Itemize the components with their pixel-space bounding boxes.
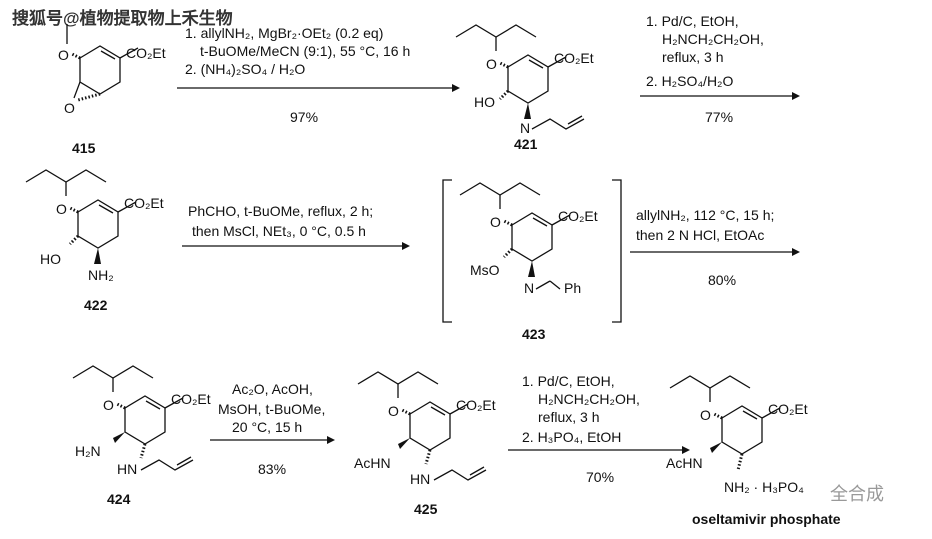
svg-text:MsO: MsO (470, 262, 500, 278)
svg-text:1. allylNH₂, MgBr₂·OEt₂ (0.2 e: 1. allylNH₂, MgBr₂·OEt₂ (0.2 eq) (185, 25, 383, 41)
svg-text:CO₂Et: CO₂Et (171, 391, 211, 407)
svg-text:CO₂Et: CO₂Et (768, 401, 808, 417)
svg-text:415: 415 (72, 140, 96, 156)
svg-text:CO₂Et: CO₂Et (456, 397, 496, 413)
svg-text:NH₂: NH₂ (88, 267, 114, 283)
svg-text:then 2 N HCl, EtOAc: then 2 N HCl, EtOAc (636, 227, 764, 243)
svg-text:421: 421 (514, 136, 538, 152)
svg-text:O: O (388, 403, 399, 419)
svg-text:N: N (524, 280, 534, 296)
svg-text:70%: 70% (586, 469, 614, 485)
svg-text:reflux, 3 h: reflux, 3 h (538, 409, 599, 425)
compound-421: O CO₂Et HO N 421 (454, 23, 594, 152)
watermark-text: 搜狐号@植物提取物上禾生物 (12, 8, 233, 28)
reaction-step-1: 1. allylNH₂, MgBr₂·OEt₂ (0.2 eq) t-BuOMe… (177, 25, 460, 125)
svg-text:425: 425 (414, 501, 438, 517)
svg-text:97%: 97% (290, 109, 318, 125)
reaction-step-3: PhCHO, t-BuOMe, reflux, 2 h; then MsCl, … (182, 203, 410, 250)
svg-text:1. Pd/C, EtOH,: 1. Pd/C, EtOH, (646, 13, 739, 29)
svg-text:O: O (56, 201, 67, 217)
svg-text:422: 422 (84, 297, 108, 313)
svg-text:O: O (700, 407, 711, 423)
svg-text:O: O (486, 56, 497, 72)
svg-text:2. H₃PO₄, EtOH: 2. H₃PO₄, EtOH (522, 429, 621, 445)
compound-oseltamivir-phosphate: O CO₂Et AcHN NH₂ · H₃PO₄ oseltamivir pho… (666, 374, 841, 527)
compound-425: O CO₂Et AcHN HN 425 (354, 370, 496, 517)
svg-text:t-BuOMe/MeCN (9:1), 55 °C, 16: t-BuOMe/MeCN (9:1), 55 °C, 16 h (200, 43, 410, 59)
reaction-step-5: Ac₂O, AcOH, MsOH, t-BuOMe, 20 °C, 15 h 8… (210, 381, 335, 477)
svg-text:H₂N: H₂N (75, 443, 101, 459)
svg-text:Ph: Ph (564, 280, 581, 296)
svg-text:O: O (490, 214, 501, 230)
svg-text:PhCHO, t-BuOMe, reflux, 2 h;: PhCHO, t-BuOMe, reflux, 2 h; (188, 203, 373, 219)
watermark-bottom: 全合成 (830, 484, 884, 504)
svg-text:CO₂Et: CO₂Et (126, 45, 166, 61)
svg-text:HN: HN (410, 471, 430, 487)
svg-text:20 °C, 15 h: 20 °C, 15 h (232, 419, 302, 435)
svg-text:then MsCl, NEt₃, 0 °C, 0.5 h: then MsCl, NEt₃, 0 °C, 0.5 h (192, 223, 366, 239)
svg-text:AcHN: AcHN (666, 455, 703, 471)
svg-text:O: O (103, 397, 114, 413)
svg-text:AcHN: AcHN (354, 455, 391, 471)
compound-415: O CO₂Et O 415 (58, 24, 166, 156)
svg-text:2. (NH₄)₂SO₄ / H₂O: 2. (NH₄)₂SO₄ / H₂O (185, 61, 305, 77)
svg-text:H₂NCH₂CH₂OH,: H₂NCH₂CH₂OH, (662, 31, 764, 47)
svg-text:N: N (520, 120, 530, 136)
svg-text:HO: HO (474, 94, 495, 110)
svg-text:CO₂Et: CO₂Et (124, 195, 164, 211)
svg-text:1. Pd/C, EtOH,: 1. Pd/C, EtOH, (522, 373, 615, 389)
svg-text:CO₂Et: CO₂Et (558, 208, 598, 224)
svg-text:77%: 77% (705, 109, 733, 125)
svg-text:83%: 83% (258, 461, 286, 477)
svg-text:80%: 80% (708, 272, 736, 288)
svg-text:reflux, 3 h: reflux, 3 h (662, 49, 723, 65)
svg-text:MsOH, t-BuOMe,: MsOH, t-BuOMe, (218, 401, 325, 417)
svg-text:allylNH₂, 112 °C, 15 h;: allylNH₂, 112 °C, 15 h; (636, 207, 774, 223)
compound-423-bracket (442, 179, 622, 323)
svg-text:423: 423 (522, 326, 546, 342)
compound-423: O CO₂Et MsO N Ph 423 (458, 181, 598, 342)
svg-text:HN: HN (117, 461, 137, 477)
svg-text:424: 424 (107, 491, 131, 507)
svg-text:2. H₂SO₄/H₂O: 2. H₂SO₄/H₂O (646, 73, 733, 89)
svg-text:O: O (64, 100, 75, 116)
reaction-step-6: 1. Pd/C, EtOH, H₂NCH₂CH₂OH, reflux, 3 h … (508, 373, 690, 485)
svg-text:H₂NCH₂CH₂OH,: H₂NCH₂CH₂OH, (538, 391, 640, 407)
svg-text:HO: HO (40, 251, 61, 267)
svg-text:Ac₂O, AcOH,: Ac₂O, AcOH, (232, 381, 313, 397)
compound-422: O CO₂Et HO NH₂ 422 (24, 168, 164, 313)
svg-text:NH₂ · H₃PO₄: NH₂ · H₃PO₄ (724, 479, 804, 495)
svg-text:oseltamivir phosphate: oseltamivir phosphate (692, 511, 841, 527)
reaction-step-2: 1. Pd/C, EtOH, H₂NCH₂CH₂OH, reflux, 3 h … (640, 13, 800, 125)
reaction-step-4: allylNH₂, 112 °C, 15 h; then 2 N HCl, Et… (630, 207, 800, 288)
svg-text:CO₂Et: CO₂Et (554, 50, 594, 66)
compound-424: O CO₂Et H₂N HN 424 (71, 364, 211, 507)
svg-text:O: O (58, 47, 69, 63)
